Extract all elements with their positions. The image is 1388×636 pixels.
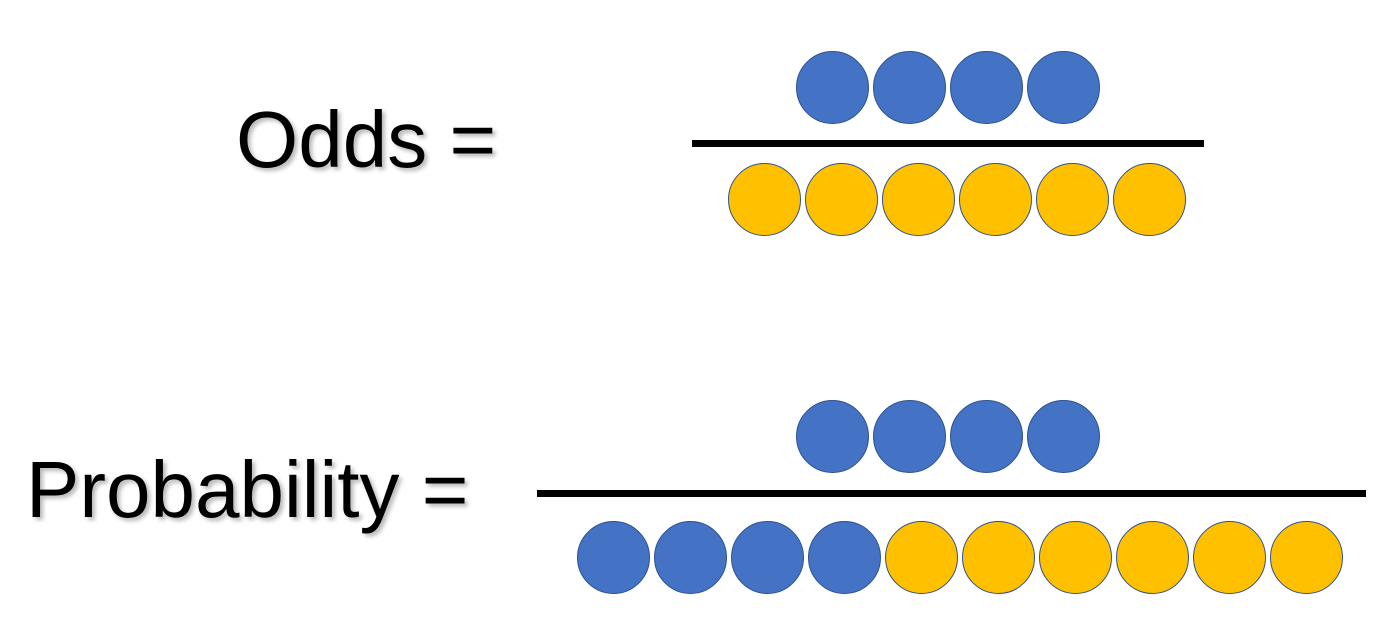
blue-circle xyxy=(1027,51,1100,124)
blue-circle xyxy=(1027,400,1100,473)
blue-circle xyxy=(731,521,804,594)
yellow-circle xyxy=(1270,521,1343,594)
blue-circle xyxy=(577,521,650,594)
yellow-circle xyxy=(805,163,878,236)
yellow-circle xyxy=(728,163,801,236)
yellow-circle xyxy=(962,521,1035,594)
yellow-circle xyxy=(1039,521,1112,594)
odds-denominator xyxy=(728,163,1186,236)
yellow-circle xyxy=(1036,163,1109,236)
yellow-circle xyxy=(1193,521,1266,594)
blue-circle xyxy=(808,521,881,594)
yellow-circle xyxy=(1113,163,1186,236)
probability-fraction-bar xyxy=(537,490,1366,497)
yellow-circle xyxy=(959,163,1032,236)
odds-label: Odds = xyxy=(236,95,497,184)
odds-numerator xyxy=(796,51,1100,124)
yellow-circle xyxy=(1116,521,1189,594)
blue-circle xyxy=(873,400,946,473)
probability-denominator xyxy=(577,521,1343,594)
probability-numerator xyxy=(796,400,1100,473)
blue-circle xyxy=(796,400,869,473)
probability-label: Probability = xyxy=(26,445,469,534)
yellow-circle xyxy=(885,521,958,594)
blue-circle xyxy=(873,51,946,124)
blue-circle xyxy=(950,400,1023,473)
yellow-circle xyxy=(882,163,955,236)
blue-circle xyxy=(654,521,727,594)
odds-fraction-bar xyxy=(692,140,1204,147)
blue-circle xyxy=(950,51,1023,124)
blue-circle xyxy=(796,51,869,124)
